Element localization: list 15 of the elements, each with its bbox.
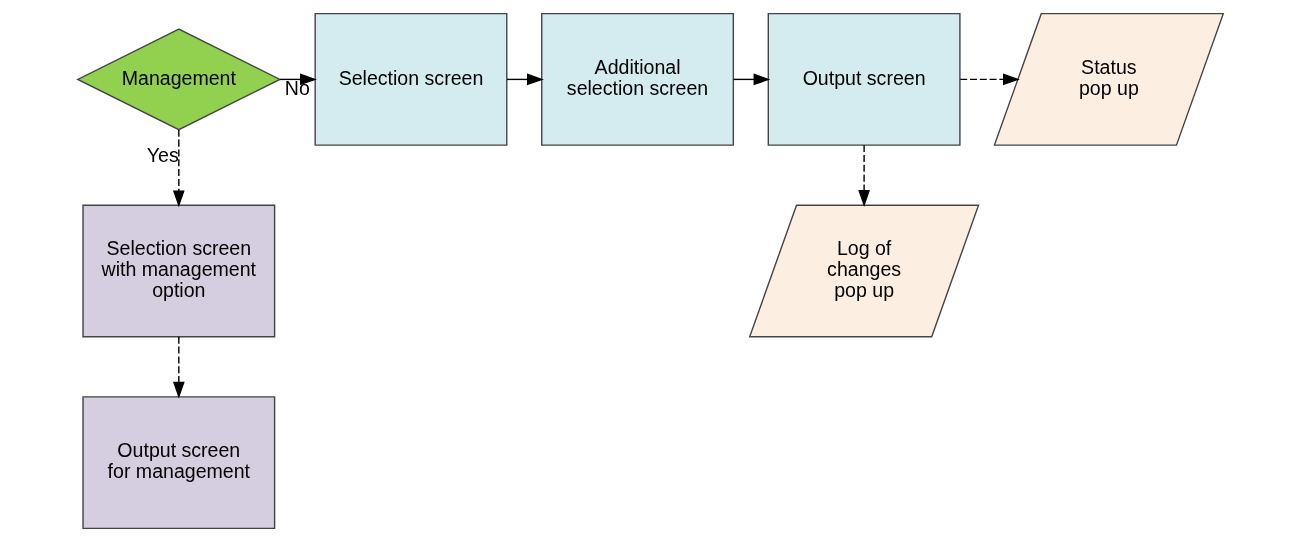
edge-label: Yes: [146, 144, 179, 167]
node-box: Output screen for management: [81, 396, 275, 530]
arrow: [278, 73, 317, 86]
edge-label: No: [284, 77, 310, 100]
arrow: [857, 144, 870, 207]
node-box: Output screen: [767, 12, 961, 146]
arrow: [505, 73, 544, 86]
arrow: [172, 129, 185, 208]
node-box: Additional selection screen: [540, 12, 734, 146]
node-diamond: Management: [75, 28, 281, 131]
node-box: Selection screen: [314, 12, 507, 146]
arrow: [172, 336, 185, 399]
arrow: [959, 73, 1020, 86]
node-box: Selection screen with management option: [81, 204, 275, 338]
arrow: [732, 73, 770, 86]
